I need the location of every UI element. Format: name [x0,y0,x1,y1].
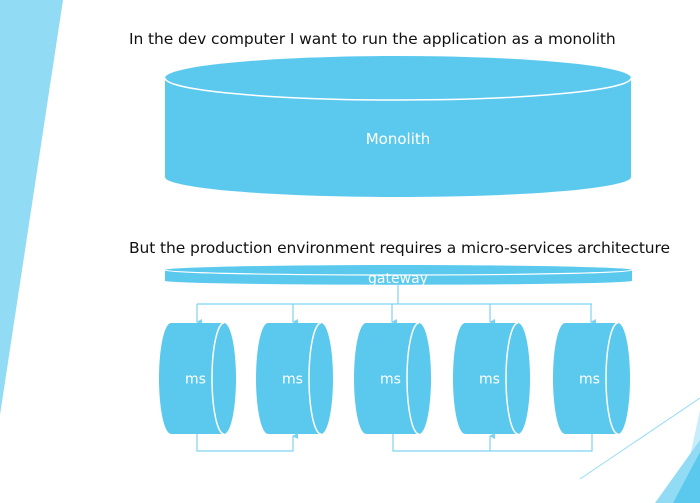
microservice-cylinder: ms [453,322,530,435]
microservices-group: ms ms ms ms ms [159,322,630,435]
microservice-body [354,323,419,434]
microservice-rim [406,322,420,435]
microservice-label: ms [282,372,303,388]
microservice-cylinder: ms [354,322,431,435]
gateway-connectors [196,284,596,325]
right-decoration-dark-triangle [673,452,700,503]
microservice-face [309,323,333,434]
monolith-cylinder: Monolith [164,56,632,197]
ms-link-connectors [196,433,593,452]
microservice-body [256,323,321,434]
microservice-label: ms [479,372,500,388]
microservice-body [159,323,224,434]
gateway-label: gateway [368,271,428,287]
microservice-cylinder: ms [256,322,333,435]
microservice-cylinder: ms [159,322,236,435]
monolith-label: Monolith [366,130,431,148]
gateway-cylinder: gateway [164,265,633,287]
link-ms3-ms5-bus [392,434,593,452]
microservice-label: ms [380,372,401,388]
microservice-rim [308,322,322,435]
link-ms1-to-ms2 [196,433,298,452]
microservice-body [553,323,618,434]
left-decoration-triangle [0,0,63,415]
microservice-face [606,323,630,434]
microservice-face [212,323,236,434]
microservice-face [506,323,530,434]
microservice-label: ms [579,372,600,388]
microservice-rim [505,322,519,435]
microservice-rim [211,322,225,435]
microservice-body [453,323,518,434]
microservice-face [407,323,431,434]
heading-prod: But the production environment requires … [129,239,670,257]
microservice-label: ms [185,372,206,388]
microservice-rim [605,322,619,435]
heading-dev: In the dev computer I want to run the ap… [129,30,616,48]
right-decoration-line [579,397,700,480]
microservice-cylinder: ms [553,322,630,435]
